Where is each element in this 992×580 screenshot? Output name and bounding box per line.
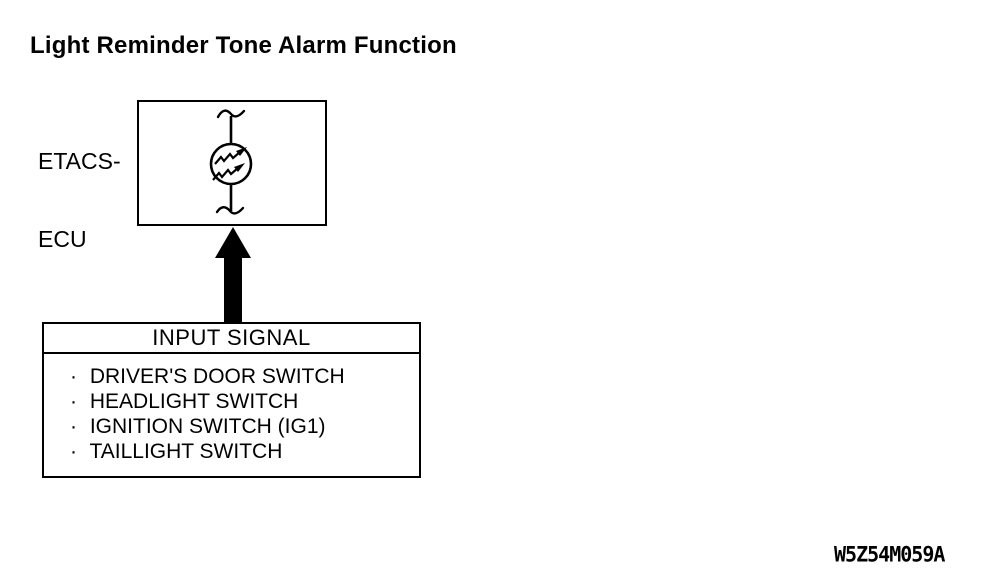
ecu-label-line2: ECU: [38, 226, 87, 252]
figure-code: W5Z54M059A: [834, 541, 945, 567]
list-item-label: HEADLIGHT SWITCH: [89, 390, 299, 413]
input-signal-box: INPUT SIGNAL · DRIVER'S DOOR SWITCH · HE…: [42, 322, 421, 478]
bullet-icon: ·: [70, 415, 77, 438]
bullet-icon: ·: [70, 440, 77, 463]
input-signal-list: · DRIVER'S DOOR SWITCH · HEADLIGHT SWITC…: [44, 354, 419, 464]
input-signal-header: INPUT SIGNAL: [44, 324, 419, 354]
list-item: · IGNITION SWITCH (IG1): [70, 414, 419, 439]
list-item: · TAILLIGHT SWITCH: [70, 439, 419, 464]
list-item-label: DRIVER'S DOOR SWITCH: [89, 365, 345, 388]
list-item: · DRIVER'S DOOR SWITCH: [70, 364, 419, 389]
list-item: · HEADLIGHT SWITCH: [70, 389, 419, 414]
ecu-label-line1: ETACS-: [38, 148, 121, 174]
ecu-box: [137, 100, 327, 226]
signal-flow-arrow: [215, 227, 251, 323]
page-title: Light Reminder Tone Alarm Function: [30, 32, 457, 59]
bullet-icon: ·: [70, 390, 77, 413]
bullet-icon: ·: [70, 365, 77, 388]
ecu-label: ETACS- ECU: [38, 96, 121, 304]
list-item-label: IGNITION SWITCH (IG1): [89, 415, 326, 438]
list-item-label: TAILLIGHT SWITCH: [89, 440, 283, 463]
tone-alarm-buzzer-icon: [209, 109, 253, 215]
